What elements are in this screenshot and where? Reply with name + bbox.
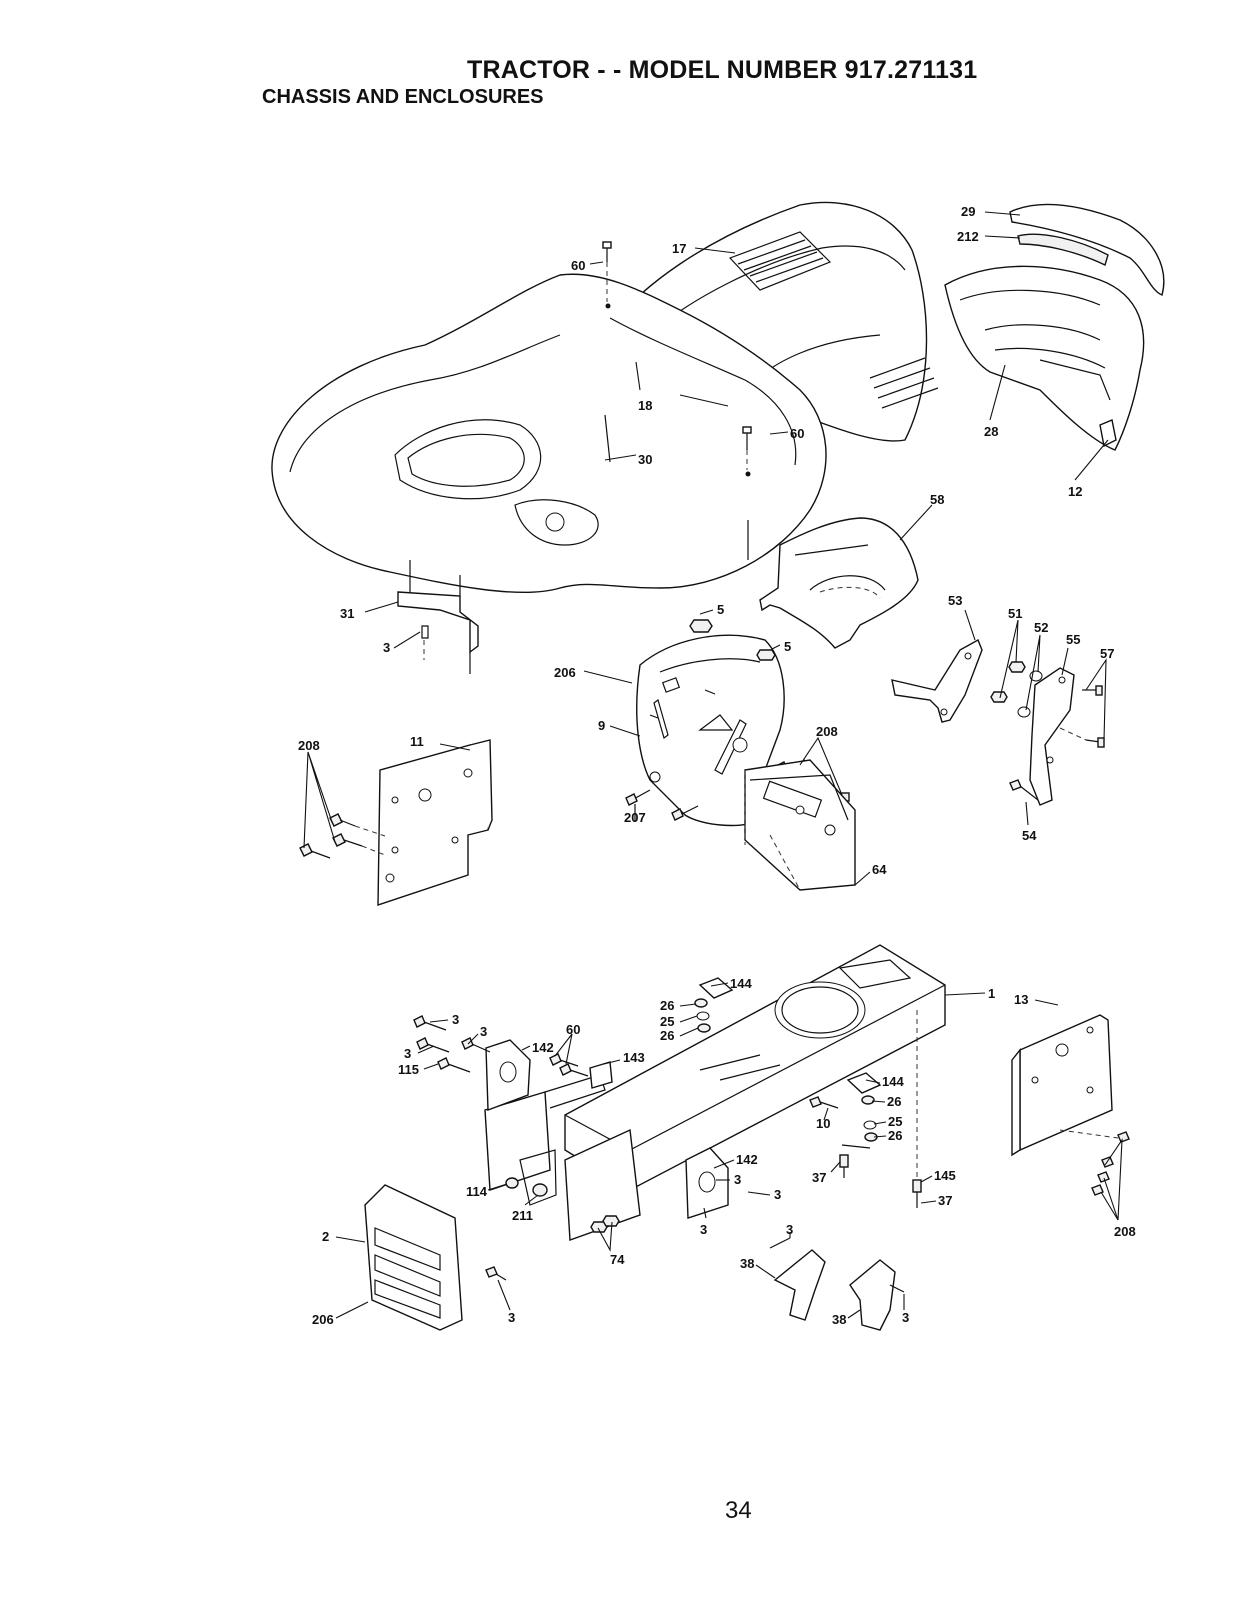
callout-3-lower-b: 3 — [774, 1187, 781, 1202]
callout-25-lower: 25 — [888, 1114, 902, 1129]
callout-31: 31 — [340, 606, 354, 621]
callout-37-right: 37 — [938, 1193, 952, 1208]
nut-5-right — [757, 650, 775, 660]
bolts-60-lower — [550, 1054, 588, 1076]
callout-142-upper: 142 — [532, 1040, 554, 1055]
bracket-part-64 — [745, 760, 855, 890]
bracket-143 — [590, 1062, 612, 1088]
callout-3-cluster-b: 3 — [480, 1024, 487, 1039]
lever-bracket-part-53 — [892, 640, 982, 722]
grille-part-28 — [945, 266, 1144, 450]
callout-57: 57 — [1100, 646, 1114, 661]
lever-plate-part-55 — [1030, 668, 1074, 805]
bracket-38-left — [770, 1238, 825, 1320]
callout-3-front-plate: 3 — [508, 1310, 515, 1325]
front-plate-part-2 — [365, 1185, 462, 1330]
callout-211: 211 — [512, 1208, 533, 1223]
nut-5-left — [690, 620, 712, 632]
callout-11: 11 — [410, 734, 424, 749]
bolts-208-right-panel — [1060, 1130, 1129, 1195]
callout-30: 30 — [638, 452, 652, 467]
callout-51: 51 — [1008, 606, 1022, 621]
callout-26-lower-a: 26 — [887, 1094, 901, 1109]
callout-3-bracket-38-right: 3 — [902, 1310, 909, 1325]
callout-3-seat-bracket: 3 — [383, 640, 390, 655]
callout-115: 115 — [398, 1062, 419, 1077]
callout-144-lower: 144 — [882, 1074, 904, 1089]
callout-1: 1 — [988, 986, 995, 1001]
callout-60-lower: 60 — [566, 1022, 580, 1037]
bracket-38-right — [850, 1260, 904, 1330]
callout-60-top-right: 60 — [790, 426, 804, 441]
callout-74: 74 — [610, 1252, 625, 1267]
callout-207: 207 — [624, 810, 646, 825]
callout-17: 17 — [672, 241, 686, 256]
callout-12: 12 — [1068, 484, 1082, 499]
side-panel-part-11 — [378, 740, 492, 905]
callout-142-lower: 142 — [736, 1152, 758, 1167]
callout-143: 143 — [623, 1050, 645, 1065]
callout-3-cluster-a: 3 — [452, 1012, 459, 1027]
callout-208-right-panel: 208 — [1114, 1224, 1136, 1239]
callout-3-bracket-38: 3 — [786, 1222, 793, 1237]
bracket-144-lower — [848, 1073, 880, 1141]
callout-26-upper-b: 26 — [660, 1028, 674, 1043]
callout-2: 2 — [322, 1229, 329, 1244]
callout-206-dash: 206 — [554, 665, 576, 680]
callout-18: 18 — [638, 398, 652, 413]
callout-60-top-left: 60 — [571, 258, 585, 273]
nuts-51 — [991, 662, 1025, 702]
callout-3-lower-a: 3 — [734, 1172, 741, 1187]
callout-37-left: 37 — [812, 1170, 826, 1185]
bolt-10 — [810, 1097, 838, 1108]
callout-25-upper: 25 — [660, 1014, 674, 1029]
callout-38-right: 38 — [832, 1312, 846, 1327]
callout-26-lower-b: 26 — [888, 1128, 902, 1143]
callout-3-lower-c: 3 — [700, 1222, 707, 1237]
callout-208-dash: 208 — [816, 724, 838, 739]
callout-144-upper: 144 — [730, 976, 752, 991]
side-panel-part-13 — [1012, 1015, 1112, 1155]
callout-5-right: 5 — [784, 639, 791, 654]
callout-29: 29 — [961, 204, 975, 219]
bolt-206-front-plate — [336, 1302, 368, 1318]
callout-212: 212 — [957, 229, 979, 244]
callout-53: 53 — [948, 593, 962, 608]
callout-58: 58 — [930, 492, 944, 507]
callout-13: 13 — [1014, 992, 1028, 1007]
bracket-142-lower — [686, 1148, 728, 1218]
callout-38-left: 38 — [740, 1256, 754, 1271]
callout-5-left: 5 — [717, 602, 724, 617]
bolts-208-left-panel — [300, 814, 385, 858]
callout-206-front-plate: 206 — [312, 1312, 334, 1327]
page-number: 34 — [725, 1497, 752, 1525]
callout-52: 52 — [1034, 620, 1048, 635]
callout-54: 54 — [1022, 828, 1037, 843]
callout-145: 145 — [934, 1168, 956, 1183]
callout-3-cluster-c: 3 — [404, 1046, 411, 1061]
callout-26-upper-a: 26 — [660, 998, 674, 1013]
callout-208-left-panel: 208 — [298, 738, 320, 753]
callout-10: 10 — [816, 1116, 830, 1131]
bolt-3-front-plate — [486, 1267, 506, 1280]
callout-9: 9 — [598, 718, 605, 733]
callout-28: 28 — [984, 424, 998, 439]
callout-114: 114 — [466, 1184, 488, 1199]
callout-64: 64 — [872, 862, 887, 877]
callout-55: 55 — [1066, 632, 1080, 647]
